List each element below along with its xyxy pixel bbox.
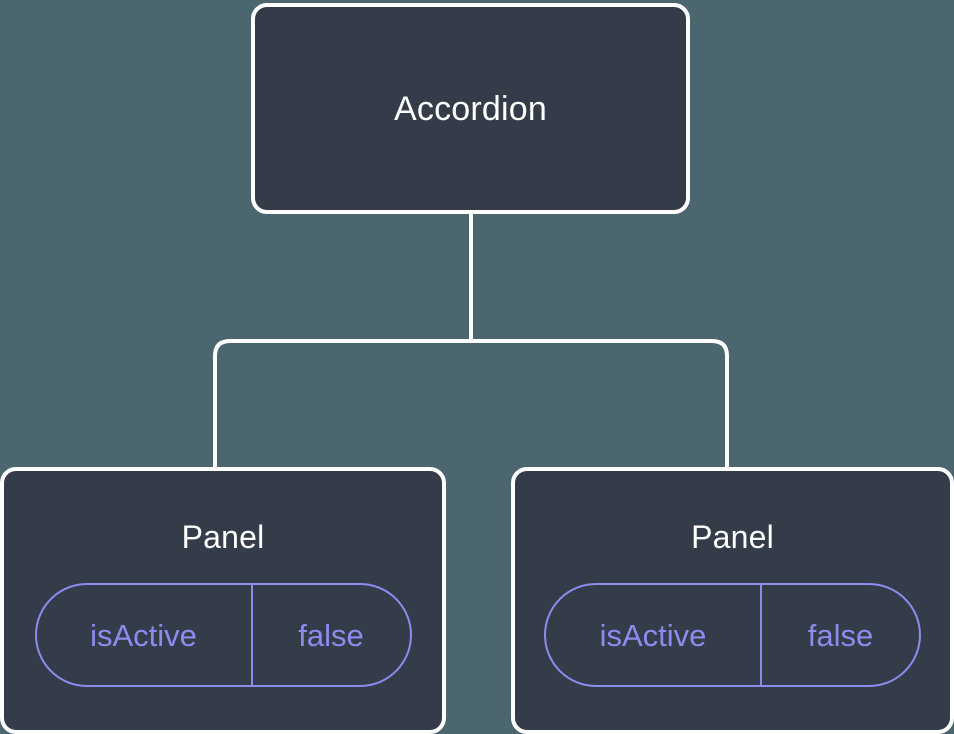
prop-key-label: isActive <box>90 617 197 653</box>
node-accordion[interactable]: Accordion <box>251 3 690 214</box>
node-panel-right[interactable]: Panel isActive false <box>511 467 954 734</box>
edge-split-bar <box>213 339 729 471</box>
prop-badge-is-active-right[interactable]: isActive false <box>544 583 921 687</box>
prop-badge-is-active-left[interactable]: isActive false <box>34 583 412 687</box>
node-panel-right-label: Panel <box>691 519 774 555</box>
node-panel-left-label: Panel <box>181 519 265 555</box>
prop-key-label: isActive <box>599 617 707 653</box>
node-panel-left[interactable]: Panel isActive false <box>0 467 446 734</box>
prop-value-label: false <box>250 585 410 685</box>
prop-value-label: false <box>760 585 919 685</box>
node-accordion-label: Accordion <box>394 89 547 128</box>
